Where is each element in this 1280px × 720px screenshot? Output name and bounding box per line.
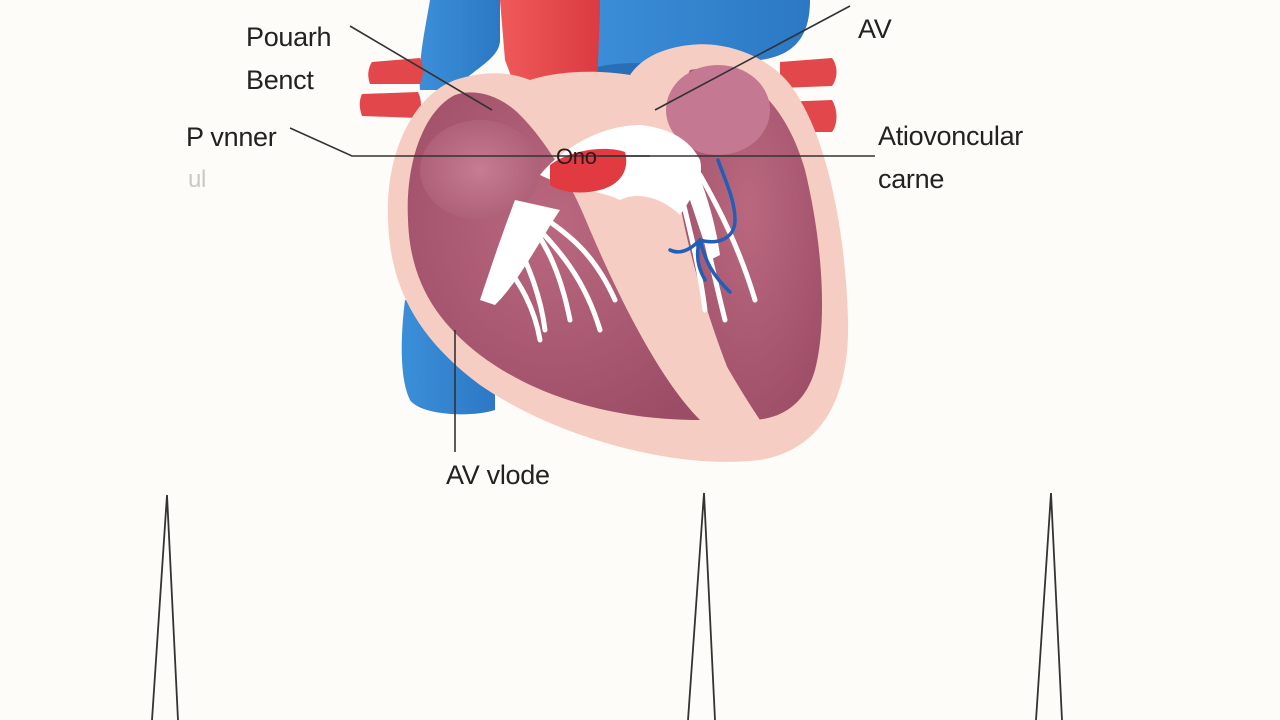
label-center: Ono xyxy=(556,144,597,169)
ecg-peak-2 xyxy=(687,492,716,720)
ecg-peak-3 xyxy=(1035,492,1063,720)
label-faded-ul: ul xyxy=(188,166,207,193)
leader-pouarh xyxy=(349,25,493,111)
label-benct: Benct xyxy=(246,65,314,95)
left-arteries xyxy=(359,58,423,118)
leader-av-top xyxy=(654,5,851,111)
chordae-right xyxy=(677,167,758,323)
leader-p-vnner xyxy=(289,127,650,157)
label-pouarh: Pouarh xyxy=(246,22,332,52)
label-av-top: AV xyxy=(858,14,892,44)
conduction-pathway xyxy=(668,158,737,294)
leader-lines xyxy=(289,5,875,452)
ecg-peak-1 xyxy=(151,494,179,720)
ecg-trace xyxy=(151,492,1063,720)
chordae-left xyxy=(497,207,618,343)
label-atiovoncular: Atiovoncular xyxy=(878,121,1023,151)
septum xyxy=(640,240,760,425)
label-carne: carne xyxy=(878,164,945,194)
label-p-vnner: P vnner xyxy=(186,122,277,152)
right-heart-chamber xyxy=(407,92,700,420)
aortic-valve-ring xyxy=(550,148,627,193)
label-av-vlode: AV vlode xyxy=(446,460,550,490)
